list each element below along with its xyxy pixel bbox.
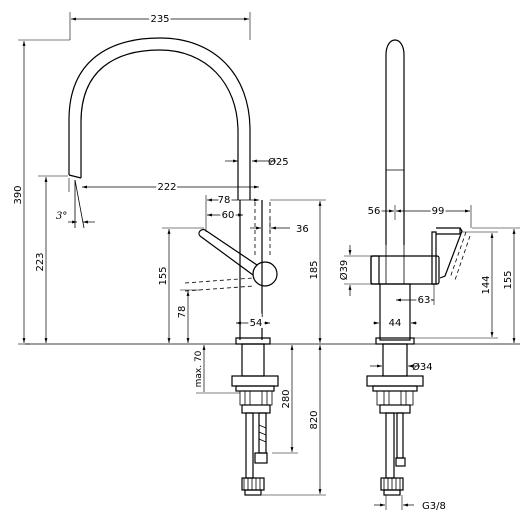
dim-dia39: Ø39 xyxy=(338,260,350,281)
dim-390: 390 xyxy=(13,185,24,204)
dim-dia25: Ø25 xyxy=(268,156,289,168)
mounting-shank xyxy=(231,343,279,496)
side-view xyxy=(366,39,471,496)
dim-155-side: 155 xyxy=(503,270,514,289)
dim-223: 223 xyxy=(35,252,46,271)
dim-820: 820 xyxy=(309,410,320,429)
spout-inner xyxy=(80,49,239,200)
spout-tip xyxy=(68,174,82,179)
dim-angle: 3° xyxy=(56,211,67,222)
dim-185: 185 xyxy=(309,260,320,279)
dim-155-front: 155 xyxy=(158,266,169,285)
front-dimensions: 235 Ø25 222 78 60 36 390 223 xyxy=(11,12,326,496)
side-body xyxy=(370,255,440,285)
dim-222: 222 xyxy=(157,182,176,193)
dim-235: 235 xyxy=(150,14,169,25)
lever-handle xyxy=(184,228,278,292)
dim-78-top: 78 xyxy=(218,195,231,206)
dim-63: 63 xyxy=(418,295,431,306)
dim-max70: max. 70 xyxy=(194,350,204,387)
front-view xyxy=(25,37,520,496)
dim-144: 144 xyxy=(481,275,492,294)
dim-44: 44 xyxy=(389,318,402,329)
side-dimensions: 56 99 Ø39 63 44 144 155 Ø34 G3/ xyxy=(336,204,520,512)
side-lever xyxy=(431,227,471,285)
spout-outer xyxy=(68,37,251,200)
dim-56: 56 xyxy=(368,206,381,217)
dim-36: 36 xyxy=(296,224,309,235)
dim-thread: G3/8 xyxy=(422,501,446,512)
dim-60: 60 xyxy=(222,210,235,221)
dim-dia34: Ø34 xyxy=(412,361,433,373)
dim-99: 99 xyxy=(432,206,445,217)
dim-78-bottom: 78 xyxy=(177,306,188,319)
dim-54: 54 xyxy=(250,318,263,329)
side-spout xyxy=(385,39,405,245)
dim-280: 280 xyxy=(281,389,292,408)
base-flange xyxy=(235,337,271,345)
